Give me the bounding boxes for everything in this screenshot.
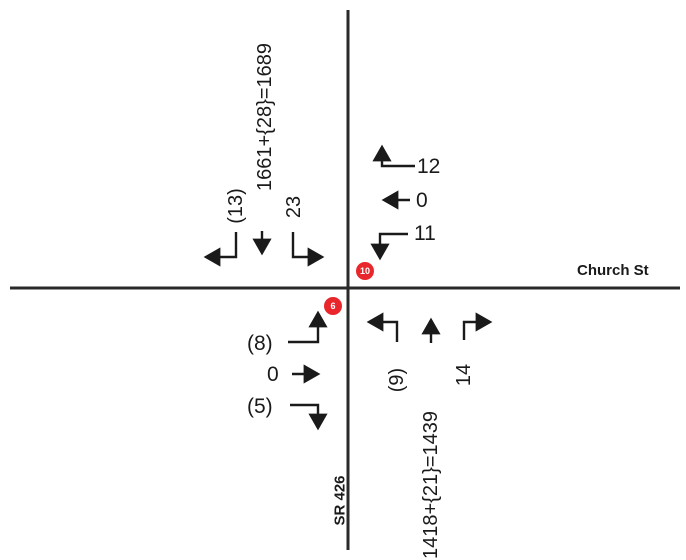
street-name-sr426: SR 426 [331,475,349,526]
sb-through-label: 1661+{28}=1689 [254,43,276,191]
nb-left-arrow [366,312,399,342]
eb-left-arrow [288,310,328,344]
eb-right-ped-label: (5) [247,395,273,418]
wb-left-arrow [372,144,415,168]
sb-left-arrow [291,232,325,267]
sb-left-label: 23 [283,195,305,219]
sb-right-arrow [203,232,238,267]
wb-right-arrow [370,232,408,261]
eb-left-ped-label: (8) [247,332,273,355]
wb-left-label: 12 [417,155,441,178]
wb-through-label: 0 [416,189,428,212]
eb-right-arrow [290,403,328,431]
nb-right-arrow [462,312,493,340]
location-marker-ne: 10 [356,262,374,280]
location-marker-sw: 6 [324,297,342,315]
sb-right-ped-label: (13) [225,188,247,224]
eb-through-label: 0 [267,363,279,386]
nb-left-ped-label: (9) [386,367,408,393]
nb-right-label: 14 [453,363,475,387]
wb-right-label: 11 [414,222,436,245]
nb-through-label: 1418+{21}=1439 [420,411,442,559]
street-name-church-st: Church St [577,262,649,279]
